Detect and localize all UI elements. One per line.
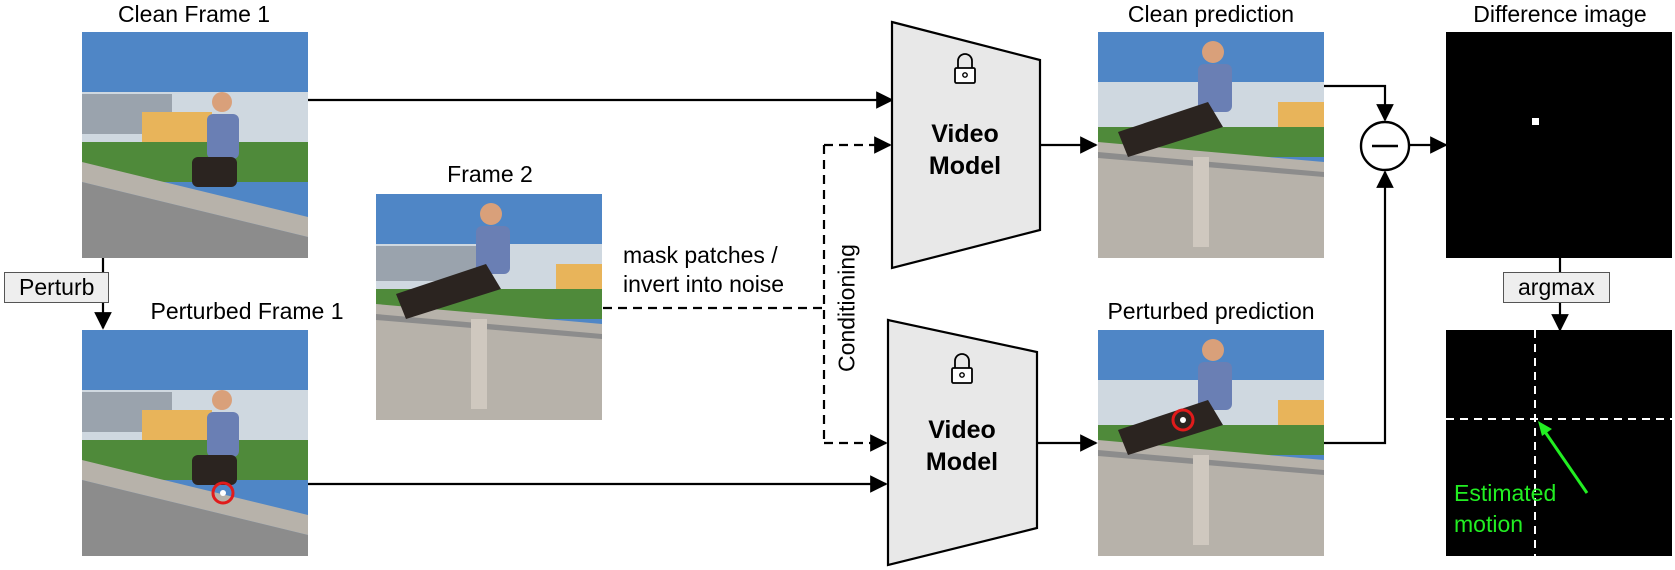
perturbed-frame-1-image: [82, 330, 308, 556]
label-conditioning: Conditioning: [833, 244, 860, 372]
label-mask-patches: mask patches / invert into noise: [623, 242, 785, 297]
motion-arrow: [1539, 425, 1589, 494]
label-perturbed-prediction: Perturbed prediction: [1107, 298, 1315, 324]
difference-image: [1446, 32, 1672, 258]
perturbation-marker: [211, 481, 235, 505]
perturb-box: Perturb: [4, 272, 110, 303]
perturbation-marker: [1171, 408, 1195, 432]
argmax-box: argmax: [1503, 272, 1610, 303]
estimated-motion-label: Estimated motion: [1454, 480, 1557, 537]
label-frame-2: Frame 2: [447, 161, 533, 187]
clean-frame-1-image: [82, 32, 308, 258]
arrow-clean-pred-to-subtract: [1324, 84, 1394, 122]
label-perturbed-frame-1: Perturbed Frame 1: [150, 298, 344, 324]
estimated-motion-image: Estimated motion: [1446, 330, 1672, 556]
lock-icon: [951, 353, 973, 384]
label-clean-prediction: Clean prediction: [1127, 1, 1295, 27]
label-difference-image: Difference image: [1473, 1, 1647, 27]
frame-2-image: [376, 194, 602, 420]
difference-dot: [1532, 118, 1539, 125]
minus-circle-icon: [1359, 120, 1411, 172]
lock-icon: [954, 53, 976, 84]
video-model-top-label: Video Model: [928, 120, 1002, 180]
video-model-top-shape: [890, 20, 1042, 270]
clean-prediction-image: [1098, 32, 1324, 258]
label-clean-frame-1: Clean Frame 1: [117, 1, 271, 27]
arrow-perturbed-pred-to-subtract: [1324, 170, 1394, 445]
video-model-bottom-shape: [886, 318, 1039, 567]
video-model-bottom-label: Video Model: [925, 416, 999, 476]
perturbed-prediction-image: [1098, 330, 1324, 556]
